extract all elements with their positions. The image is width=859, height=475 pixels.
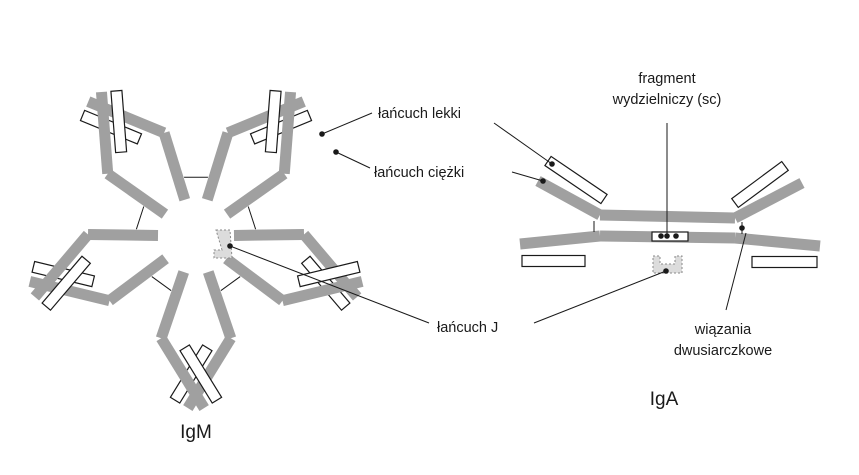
light-chain [179,344,223,404]
heavy-chain-leader-iga [511,171,544,182]
light-chain [730,160,790,209]
light-chain [264,89,282,154]
heavy-chain-stem [201,131,234,202]
heavy-chain [734,232,821,252]
iga-dimer [519,155,821,274]
disulfide-dot [739,225,745,231]
disulfide-bond [151,276,172,291]
light-chain-label: łańcuch lekki [378,106,461,122]
heavy-chain-arm [278,91,297,175]
secretory-dot [664,233,670,239]
heavy-chain [519,230,601,250]
secretory-fragment [651,231,689,242]
heavy-chain-arm [95,91,114,175]
heavy-chain-stem [223,169,288,219]
heavy-chain-stem [155,270,189,341]
disulfide-bond [135,206,145,230]
heavy-chain-stem [203,270,237,341]
secretory-label-line1: fragment [638,71,695,87]
secretory-label-line2: wydzielniczy (sc) [612,92,722,108]
igm-title: IgM [180,422,212,443]
light-chain [751,255,818,269]
disulfide-label-line2: dwusiarczkowe [674,343,772,359]
disulfide-label-line1: wiązania [694,322,752,338]
leader-lines [229,112,747,324]
j-chain [652,255,683,274]
heavy-chain-stem [104,169,169,219]
secretory-dot [673,233,679,239]
disulfide-bond [247,206,257,230]
j-chain-leader-igm [229,245,430,324]
heavy-chain-arm [281,276,364,307]
disulfide-leader [725,232,747,311]
heavy-chain-stem [233,228,305,241]
iga-title: IgA [650,389,679,410]
heavy-chain-arm [30,230,93,301]
light-chain [110,89,128,154]
heavy-chain-stem [158,131,191,202]
igm-pentamer [28,89,364,411]
heavy-chain [535,176,603,220]
heavy-chain-stem [223,254,286,306]
j-chain-label: łańcuch J [437,320,498,336]
heavy-chain-leader-igm [335,151,371,169]
light-chain-leader-iga [493,122,553,165]
disulfide-bond [220,276,241,291]
light-chain [521,254,586,268]
heavy-chain-arm [156,335,209,411]
j-chain [213,229,233,259]
heavy-chain-label: łańcuch ciężki [374,165,464,181]
j-chain-leader-iga [533,270,667,324]
secretory-dot [658,233,664,239]
light-chain [41,255,92,312]
light-chain [296,260,361,288]
heavy-chain-stem [87,228,159,241]
light-chain-leader-igm [321,112,373,135]
heavy-chain [732,178,805,223]
heavy-chain-stem [106,254,169,306]
